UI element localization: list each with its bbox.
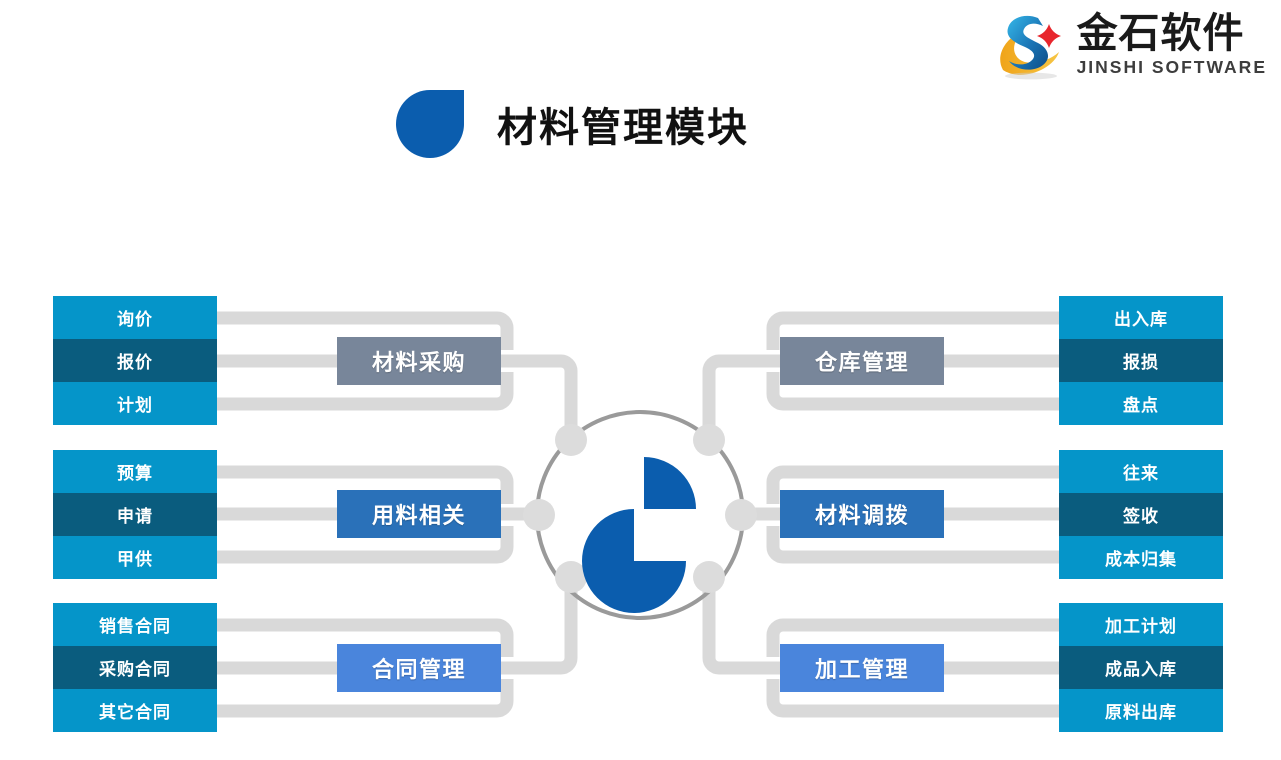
- hub-box-cangku-guanli[interactable]: 仓库管理: [780, 337, 944, 385]
- leaf-box-wanglai[interactable]: 往来: [1059, 450, 1223, 493]
- hub-box-yongliao-xiangguan[interactable]: 用料相关: [337, 490, 501, 538]
- leaf-box-xiaoshou-hetong[interactable]: 销售合同: [53, 603, 217, 646]
- leaf-box-chengben-guiji[interactable]: 成本归集: [1059, 536, 1223, 579]
- leaf-box-baojia[interactable]: 报价: [53, 339, 217, 382]
- leaf-box-xunjia[interactable]: 询价: [53, 296, 217, 339]
- leaf-box-chengpin-ruku[interactable]: 成品入库: [1059, 646, 1223, 689]
- leaf-box-pandian[interactable]: 盘点: [1059, 382, 1223, 425]
- page-title-row: 材料管理模块: [396, 90, 749, 158]
- leaf-box-jiagong-gong[interactable]: 甲供: [53, 536, 217, 579]
- ring-nodes: [523, 424, 757, 593]
- brand-logo: 金石软件 JINSHI SOFTWARE: [991, 8, 1267, 82]
- jinshi-s-swoosh-logo-icon: [991, 8, 1069, 82]
- leaf-box-yusuan[interactable]: 预算: [53, 450, 217, 493]
- blue-droplet-icon: [396, 90, 464, 158]
- leaf-box-shenqing[interactable]: 申请: [53, 493, 217, 536]
- hub-box-cailiao-diaobo[interactable]: 材料调拨: [780, 490, 944, 538]
- leaf-box-jihua[interactable]: 计划: [53, 382, 217, 425]
- leaf-box-caigou-hetong[interactable]: 采购合同: [53, 646, 217, 689]
- page-title: 材料管理模块: [497, 105, 749, 151]
- leaf-box-qianshou[interactable]: 签收: [1059, 493, 1223, 536]
- leaf-box-churuku[interactable]: 出入库: [1059, 296, 1223, 339]
- hub-box-jiagong-guanli[interactable]: 加工管理: [780, 644, 944, 692]
- hub-box-cailiao-caigou[interactable]: 材料采购: [337, 337, 501, 385]
- leaf-box-yuanliao-chuku[interactable]: 原料出库: [1059, 689, 1223, 732]
- hub-box-hetong-guanli[interactable]: 合同管理: [337, 644, 501, 692]
- leaf-box-baosun[interactable]: 报损: [1059, 339, 1223, 382]
- leaf-box-qita-hetong[interactable]: 其它合同: [53, 689, 217, 732]
- brand-text: 金石软件 JINSHI SOFTWARE: [1077, 12, 1267, 77]
- leaf-box-jiagong-jihua[interactable]: 加工计划: [1059, 603, 1223, 646]
- pie-chart-icon: [582, 457, 696, 613]
- brand-subtitle: JINSHI SOFTWARE: [1076, 56, 1267, 77]
- brand-name: 金石软件: [1076, 9, 1245, 58]
